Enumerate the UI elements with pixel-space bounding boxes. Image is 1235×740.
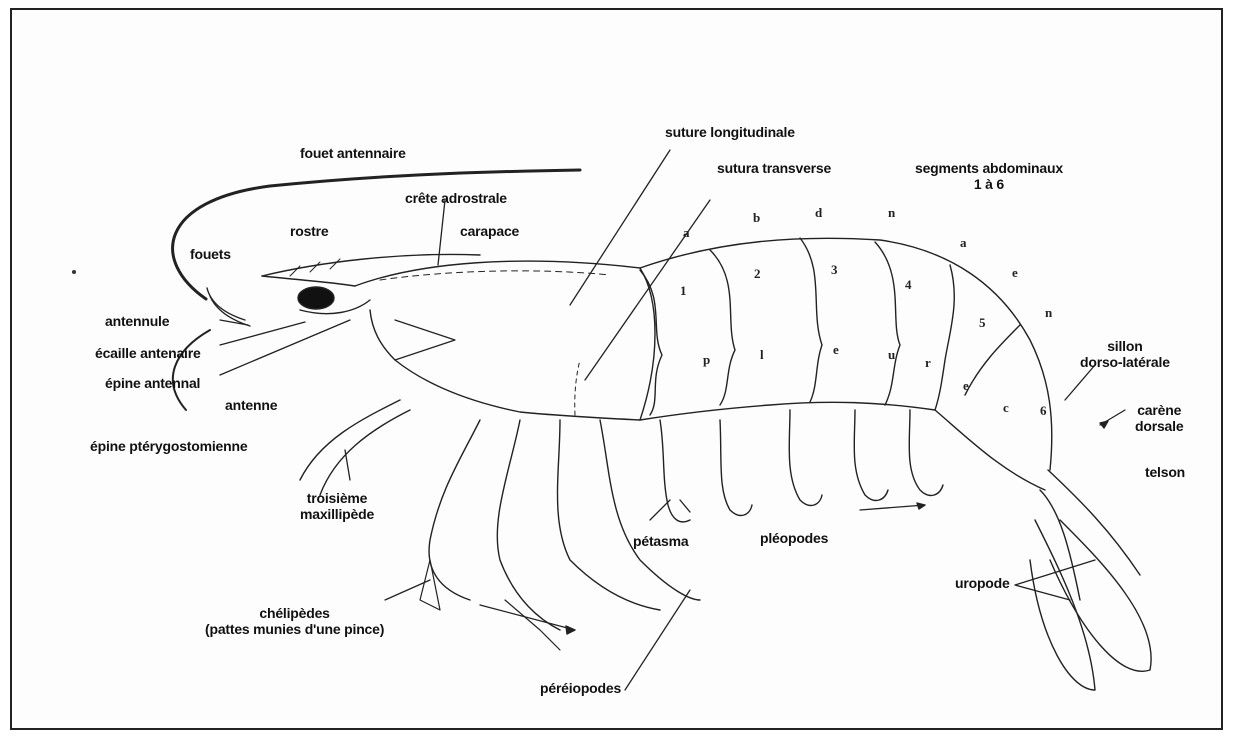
leader-ecaille <box>220 322 305 345</box>
faint-letter: n <box>1045 305 1052 321</box>
label-carene-dorsale: carène dorsale <box>1135 402 1183 434</box>
faint-letter: a <box>960 235 967 251</box>
leader-chelipedes-1 <box>385 580 430 600</box>
faint-letter: e <box>1012 265 1018 281</box>
leader-antennule <box>220 320 248 325</box>
leader-uropode <box>1015 560 1095 600</box>
label-troisieme-maxillipede: troisième maxillipède <box>300 490 374 522</box>
label-ecaille-antenaire: écaille antenaire <box>95 345 201 361</box>
carapace-outline <box>355 261 655 420</box>
leader-petasma <box>650 500 670 520</box>
label-chelipedes: chélipèdes (pattes munies d'une pince) <box>205 605 384 637</box>
label-sutura-transverse: sutura transverse <box>717 160 831 176</box>
faint-letter: d <box>815 205 822 221</box>
label-epine-antennal: épine antennal <box>105 375 200 391</box>
faint-letter: b <box>753 210 760 226</box>
leader-crete <box>438 200 445 265</box>
leader-suture-longitudinale <box>570 150 670 305</box>
leader-troisieme <box>345 450 350 480</box>
abdomen-ventral <box>640 402 1045 490</box>
segment-number: 1 <box>680 283 687 299</box>
faint-letter: p <box>703 352 710 368</box>
label-epine-pterygostomienne: épine ptérygostomienne <box>90 438 247 454</box>
telson-shape <box>1040 470 1140 600</box>
segment-number: 4 <box>905 277 912 293</box>
faint-letter: n <box>888 205 895 221</box>
stray-dot <box>72 270 76 274</box>
leader-epine-antennal <box>220 320 350 375</box>
faint-letter: e <box>833 342 839 358</box>
segment-number: 2 <box>754 266 761 282</box>
leader-sutura-transverse <box>585 200 710 380</box>
abdomen-dorsal <box>640 238 1052 470</box>
segment-number: 3 <box>831 262 838 278</box>
label-segments-abdominaux: segments abdominaux 1 à 6 <box>915 160 1063 192</box>
antenna-whip-lower <box>173 330 210 410</box>
segment-boundary <box>640 270 662 415</box>
faint-letter: u <box>888 347 895 363</box>
label-telson: telson <box>1145 464 1185 480</box>
leader-sillon <box>1065 365 1095 400</box>
pereiopod <box>429 420 480 600</box>
cheliped-claw <box>420 560 440 610</box>
label-uropode: uropode <box>955 575 1010 591</box>
label-fouets: fouets <box>190 246 231 262</box>
label-antenne: antenne <box>225 397 277 413</box>
faint-letter: l <box>760 347 764 363</box>
leader-pereiopodes <box>625 590 690 690</box>
label-sillon-dorso-laterale: sillon dorso-latérale <box>1080 338 1170 370</box>
eye <box>298 287 334 309</box>
label-carapace: carapace <box>460 223 519 239</box>
faint-letter: c <box>1003 400 1009 416</box>
label-suture-longitudinale: suture longitudinale <box>665 124 795 140</box>
label-pereiopodes: péréiopodes <box>540 680 621 696</box>
label-pleopodes: pléopodes <box>760 530 828 546</box>
faint-letter: r <box>925 355 931 371</box>
label-crete-adrostrale: crête adrostrale <box>405 190 507 206</box>
third-maxillipede <box>300 400 400 480</box>
leader-chelipedes-2 <box>480 605 575 630</box>
uropod-shape <box>1050 520 1151 671</box>
label-rostre: rostre <box>290 223 328 239</box>
faint-letter: e <box>963 378 969 394</box>
label-fouet-antennaire: fouet antennaire <box>300 145 406 161</box>
label-petasma: pétasma <box>633 533 688 549</box>
faint-letter: a <box>683 225 690 241</box>
segment-number: 6 <box>1040 403 1047 419</box>
segment-number: 5 <box>979 315 986 331</box>
label-antennule: antennule <box>105 313 169 329</box>
